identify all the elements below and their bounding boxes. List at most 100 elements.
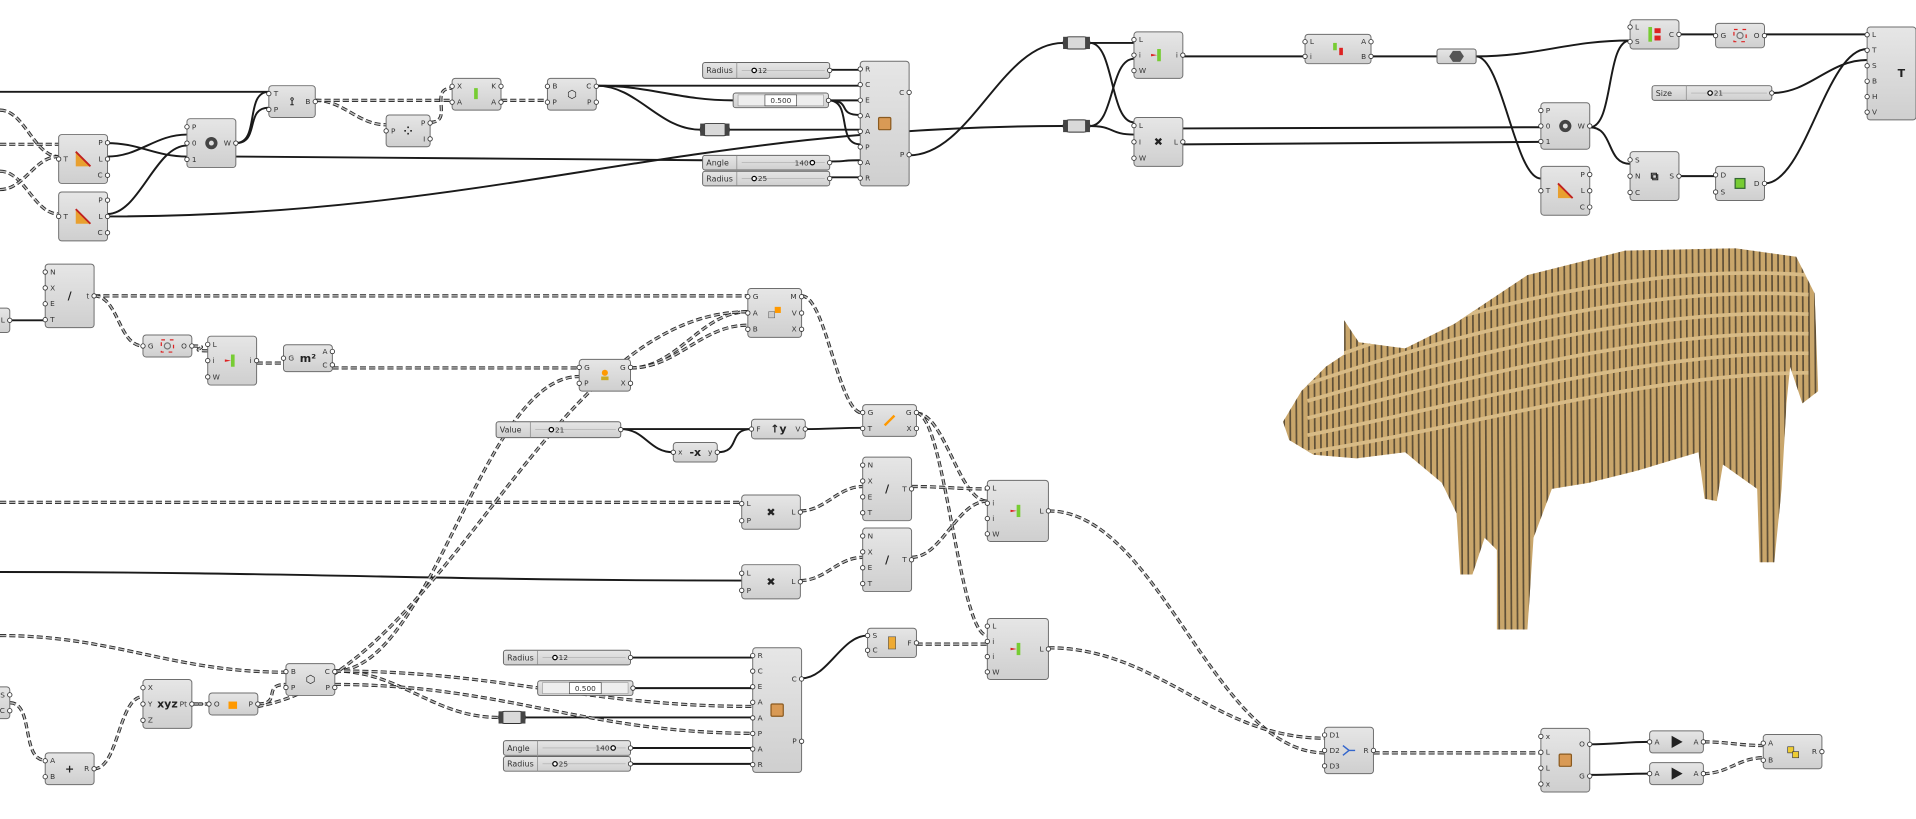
input-port[interactable] [1760, 757, 1766, 763]
output-port[interactable] [329, 362, 335, 368]
input-port[interactable] [750, 652, 756, 659]
input-port[interactable] [857, 113, 863, 119]
input-port[interactable] [544, 99, 551, 105]
input-port[interactable] [860, 510, 866, 516]
input-port[interactable] [984, 515, 990, 522]
output-port[interactable] [797, 509, 803, 515]
output-port[interactable] [827, 160, 833, 166]
output-port[interactable] [913, 640, 920, 646]
input-port[interactable] [1538, 733, 1544, 739]
component-layers[interactable]: DSD [1712, 165, 1768, 202]
component-door[interactable]: SCF [864, 627, 920, 659]
output-port[interactable] [627, 364, 634, 370]
item-wire[interactable] [107, 144, 188, 215]
item-wire[interactable] [235, 155, 703, 162]
input-port[interactable] [205, 357, 211, 364]
input-port[interactable] [750, 715, 756, 721]
output-port[interactable] [1180, 139, 1186, 145]
input-port[interactable] [280, 355, 287, 361]
input-port[interactable] [857, 66, 863, 72]
relay[interactable] [498, 710, 526, 725]
input-port[interactable] [184, 156, 190, 163]
input-port[interactable] [860, 478, 866, 484]
input-port[interactable] [857, 175, 863, 181]
input-port[interactable] [576, 364, 582, 370]
input-port[interactable] [1538, 188, 1544, 194]
output-port[interactable] [312, 98, 318, 105]
input-port[interactable] [857, 97, 863, 103]
output-port[interactable] [627, 745, 634, 751]
input-port[interactable] [984, 638, 990, 644]
input-port[interactable] [1538, 781, 1544, 787]
output-port[interactable] [827, 67, 833, 74]
input-port[interactable] [857, 159, 863, 166]
output-port[interactable] [104, 230, 111, 236]
input-port[interactable] [184, 140, 190, 146]
component-cull-index[interactable]: LPL✖ [739, 494, 803, 530]
output-port[interactable] [798, 738, 805, 744]
input-port[interactable] [750, 730, 756, 737]
tree-wire[interactable] [334, 374, 580, 673]
component-addition[interactable]: ABR+ [42, 752, 97, 786]
input-port[interactable] [1131, 52, 1137, 58]
input-port[interactable] [984, 531, 990, 537]
input-port[interactable] [750, 699, 756, 705]
input-port[interactable] [1131, 139, 1137, 145]
input-port[interactable] [748, 426, 755, 432]
item-wire[interactable] [596, 84, 734, 102]
input-port[interactable] [1538, 107, 1544, 114]
tree-wire[interactable] [0, 633, 286, 674]
input-port[interactable] [1864, 94, 1870, 100]
output-port[interactable] [7, 692, 13, 698]
input-port[interactable] [449, 99, 455, 105]
output-port[interactable] [104, 172, 111, 178]
input-port[interactable] [984, 669, 990, 675]
input-port[interactable] [670, 449, 676, 455]
input-port[interactable] [544, 83, 551, 89]
item-wire[interactable] [1764, 48, 1868, 185]
slider-knob[interactable] [610, 745, 616, 751]
input-port[interactable] [1302, 39, 1308, 45]
output-port[interactable] [1370, 747, 1377, 754]
input-port[interactable] [1864, 109, 1870, 115]
tree-wire[interactable] [800, 484, 863, 513]
output-port[interactable] [906, 89, 912, 96]
input-port[interactable] [860, 549, 866, 555]
item-wire[interactable] [1089, 57, 1135, 127]
item-wire[interactable] [107, 125, 1064, 218]
item-wire[interactable] [1089, 125, 1134, 136]
item-wire[interactable] [1475, 55, 1542, 180]
output-port[interactable] [913, 425, 920, 432]
output-port[interactable] [1769, 90, 1775, 96]
input-port[interactable] [266, 91, 272, 97]
item-wire[interactable] [717, 428, 752, 454]
input-port[interactable] [205, 341, 211, 347]
item-wire[interactable] [828, 99, 861, 116]
output-port[interactable] [1587, 188, 1593, 194]
relay[interactable] [1062, 36, 1091, 50]
input-port[interactable] [42, 285, 48, 291]
output-port[interactable] [797, 579, 803, 585]
output-port[interactable] [7, 317, 13, 323]
item-wire[interactable] [1589, 740, 1650, 746]
item-wire[interactable] [1476, 39, 1631, 58]
input-port[interactable] [1627, 173, 1633, 179]
output-port[interactable] [906, 152, 912, 158]
output-port[interactable] [1368, 39, 1374, 45]
number-slider[interactable]: 0.500 [732, 92, 832, 109]
input-port[interactable] [860, 425, 866, 432]
output-port[interactable] [1700, 771, 1707, 777]
